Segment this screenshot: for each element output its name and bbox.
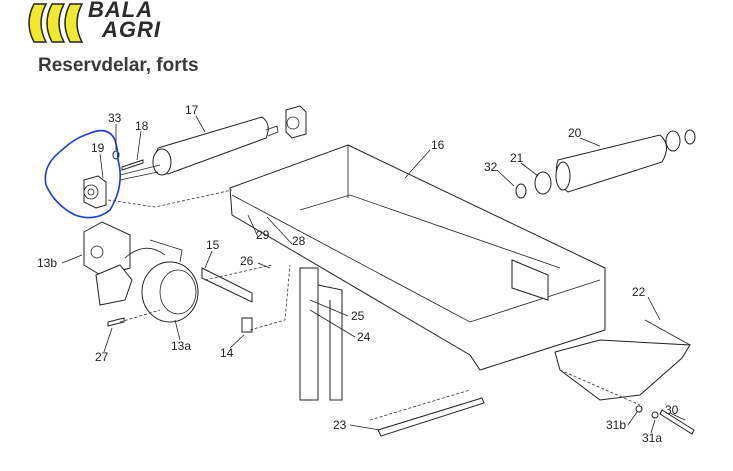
nut-31b bbox=[635, 405, 643, 413]
part-label-13a: 13a bbox=[171, 339, 191, 353]
highlight-circle bbox=[44, 129, 121, 219]
arm-22 bbox=[554, 339, 691, 401]
part-label-23: 23 bbox=[333, 418, 347, 432]
brand-name: BALA AGRI bbox=[88, 0, 161, 42]
key-18 bbox=[121, 159, 144, 171]
part-label-14: 14 bbox=[220, 346, 234, 360]
roller-20 bbox=[515, 129, 696, 199]
page-title: Reservdelar, forts bbox=[38, 55, 199, 76]
roller-17 bbox=[119, 105, 307, 181]
bolt-30 bbox=[659, 409, 695, 435]
damper-14 bbox=[241, 317, 253, 333]
part-label-31b: 31b bbox=[606, 418, 626, 432]
part-label-15: 15 bbox=[206, 238, 220, 252]
part-label-29: 29 bbox=[256, 228, 270, 242]
brand-line-1: BALA bbox=[88, 0, 154, 22]
part-label-24: 24 bbox=[357, 330, 371, 344]
washer-31a bbox=[651, 411, 659, 419]
part-label-31a: 31a bbox=[642, 431, 662, 445]
part-label-16: 16 bbox=[431, 138, 445, 152]
part-label-18: 18 bbox=[135, 119, 149, 133]
part-label-25: 25 bbox=[351, 309, 365, 323]
part-label-28: 28 bbox=[292, 234, 306, 248]
part-label-26: 26 bbox=[240, 254, 254, 268]
frame-16 bbox=[229, 144, 606, 401]
motor-13 bbox=[83, 221, 199, 323]
brand-line-2: AGRI bbox=[102, 17, 161, 42]
part-label-17: 17 bbox=[185, 103, 199, 117]
bracket-15 bbox=[201, 267, 253, 303]
part-label-32: 32 bbox=[484, 160, 498, 174]
part-label-21: 21 bbox=[510, 151, 524, 165]
bearing-19 bbox=[83, 175, 107, 209]
logo-stripes-icon bbox=[28, 3, 84, 43]
part-label-13b: 13b bbox=[37, 256, 57, 270]
rod-23 bbox=[377, 397, 485, 437]
part-label-30: 30 bbox=[665, 403, 679, 417]
bolt-27 bbox=[107, 317, 125, 327]
part-label-22: 22 bbox=[632, 285, 646, 299]
part-label-33: 33 bbox=[108, 111, 122, 125]
part-label-20: 20 bbox=[568, 126, 582, 140]
part-label-19: 19 bbox=[91, 141, 105, 155]
part-label-27: 27 bbox=[95, 350, 109, 364]
